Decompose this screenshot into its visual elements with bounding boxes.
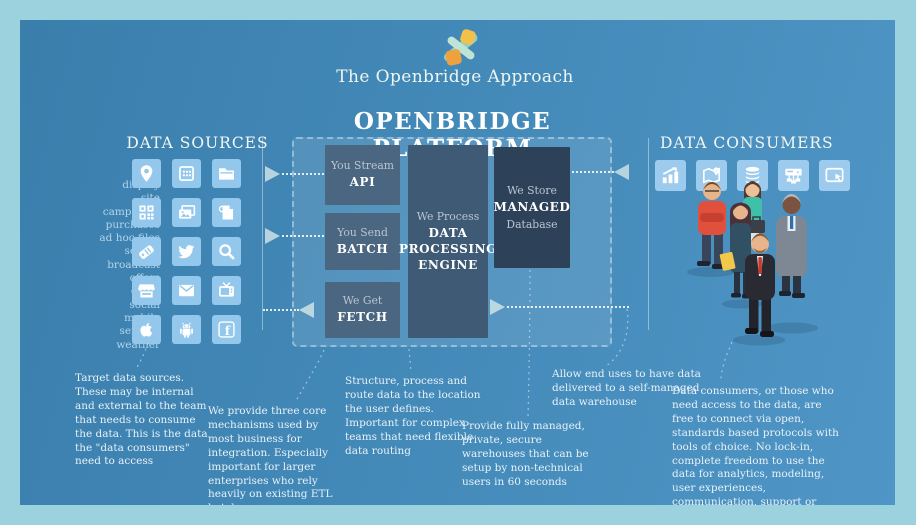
flow-arrow-batch-in	[265, 228, 280, 244]
person-gray-man	[776, 194, 807, 298]
tablet-touch-icon	[819, 160, 850, 191]
processing-engine-label: We Process	[416, 209, 480, 223]
processing-engine-keyword: DATA PROCESSING ENGINE	[398, 225, 498, 273]
note-core-mechanisms: We provide three core mechanisms used by…	[208, 405, 333, 505]
managed-store-box: We Store MANAGED Database	[494, 147, 570, 268]
email-envelope-icon	[172, 276, 201, 305]
qr-code-icon	[132, 198, 161, 227]
folder-icon	[212, 159, 241, 188]
openbridge-logo-icon	[443, 29, 478, 66]
data-consumers-heading: DATA CONSUMERS	[660, 134, 834, 152]
flow-dots-batch-in	[282, 235, 324, 237]
flow-arrow-fetch-out	[299, 302, 314, 318]
processing-engine-box: We Process DATA PROCESSING ENGINE	[399, 145, 496, 338]
location-pin-icon	[132, 159, 161, 188]
tv-icon	[212, 276, 241, 305]
flow-dots-api-in	[282, 173, 324, 175]
twitter-bird-icon	[172, 237, 201, 266]
person-suit-man	[745, 233, 775, 337]
keypad-icon	[172, 159, 201, 188]
managed-store-label: We Store	[507, 184, 557, 198]
managed-store-keyword: MANAGED	[493, 200, 571, 215]
stream-api-box: You Stream API	[325, 145, 400, 205]
send-batch-box: You Send BATCH	[325, 213, 400, 270]
search-icon	[212, 237, 241, 266]
send-batch-label: You Send	[337, 225, 388, 239]
stream-api-label: You Stream	[330, 159, 395, 173]
stream-api-keyword: API	[349, 175, 376, 190]
consumers-divider	[648, 138, 649, 330]
flow-dots-store-consumers	[572, 171, 614, 173]
storefront-icon	[132, 276, 161, 305]
flow-arrow-store-consumers	[614, 164, 629, 180]
infographic-canvas: The Openbridge Approach OPENBRIDGE PLATF…	[20, 20, 895, 505]
analytics-chart-icon	[655, 160, 686, 191]
source-icon-grid: f	[132, 159, 241, 344]
sources-divider	[262, 138, 263, 330]
facebook-icon: f	[212, 315, 241, 344]
android-icon	[172, 315, 201, 344]
flow-arrow-self-managed	[490, 299, 505, 315]
send-batch-keyword: BATCH	[336, 241, 389, 256]
svg-text:f: f	[225, 323, 231, 338]
get-fetch-box: We Get FETCH	[325, 282, 400, 338]
person-red-man	[697, 182, 726, 269]
apple-icon	[132, 315, 161, 344]
get-fetch-keyword: FETCH	[337, 310, 388, 325]
managed-store-sublabel: Database	[506, 217, 558, 231]
price-tag-icon	[132, 237, 161, 266]
note-managed-warehouses: Provide fully managed, private, secure w…	[462, 420, 589, 488]
flow-arrow-api-in	[265, 166, 280, 182]
data-sources-heading: DATA SOURCES	[126, 134, 269, 152]
connector-mechanisms-note	[295, 349, 325, 402]
photo-gallery-icon	[172, 198, 201, 227]
note-target-sources: Target data sources. These may be intern…	[75, 372, 208, 468]
document-attachment-icon	[212, 198, 241, 227]
get-fetch-label: We Get	[342, 294, 383, 308]
note-self-managed: Allow end uses to have data delivered to…	[552, 368, 701, 408]
flow-dots-self-managed	[507, 306, 629, 308]
connector-routing-note	[408, 348, 412, 373]
brand-title: The Openbridge Approach	[336, 67, 574, 87]
note-open-protocols: Data consumers, or those who need access…	[672, 385, 839, 505]
note-flexible-routing: Structure, process and route data to the…	[345, 375, 481, 457]
server-network-icon	[778, 160, 809, 191]
flow-dots-fetch-out	[263, 309, 299, 311]
data-consumers-crowd-illustration	[687, 181, 818, 346]
